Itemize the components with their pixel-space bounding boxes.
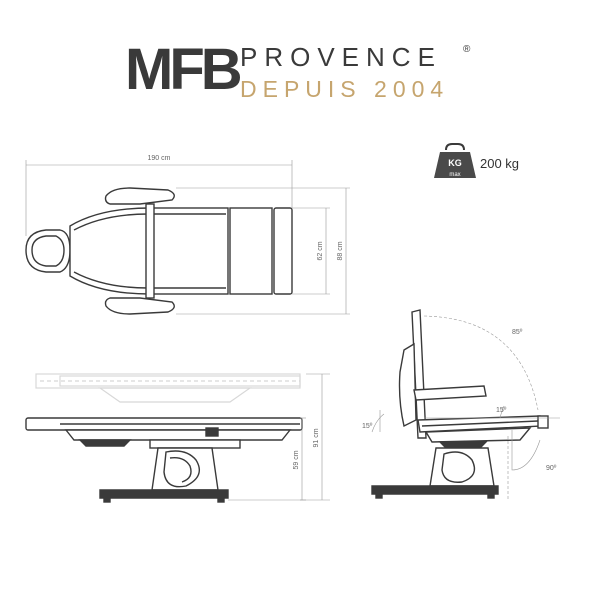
weight-unit: KG bbox=[448, 158, 462, 168]
side-view-low bbox=[25, 417, 303, 503]
brand-logo: MFB PROVENCE ® DEPUIS 2004 bbox=[0, 0, 600, 110]
brand-name: PROVENCE bbox=[240, 42, 442, 72]
angle-seat: 15º bbox=[496, 407, 507, 414]
dim-inner-width: 62 cm bbox=[317, 241, 324, 260]
angle-legrest: 90º bbox=[546, 465, 557, 472]
dim-outer-width: 88 cm bbox=[337, 241, 344, 260]
dimension-lines-top bbox=[25, 160, 350, 315]
brand-tagline: DEPUIS 2004 bbox=[240, 76, 450, 102]
ghost-raised-position bbox=[35, 373, 301, 403]
weight-capacity: 200 kg bbox=[480, 156, 519, 171]
brand-mark: MFB bbox=[125, 37, 243, 102]
dimension-lines-side bbox=[228, 373, 330, 501]
registered-mark: ® bbox=[463, 44, 471, 55]
side-view-chair bbox=[371, 309, 549, 499]
dim-max-height: 91 cm bbox=[313, 428, 320, 447]
angle-backrest: 85º bbox=[512, 329, 523, 336]
angle-tilt: 15º bbox=[362, 423, 373, 430]
top-view bbox=[25, 187, 293, 315]
dim-length: 190 cm bbox=[148, 155, 171, 162]
weight-icon: KG max bbox=[434, 143, 476, 178]
angle-arcs bbox=[371, 315, 560, 500]
dim-min-height: 59 cm bbox=[293, 450, 300, 469]
weight-sub: max bbox=[449, 172, 460, 178]
